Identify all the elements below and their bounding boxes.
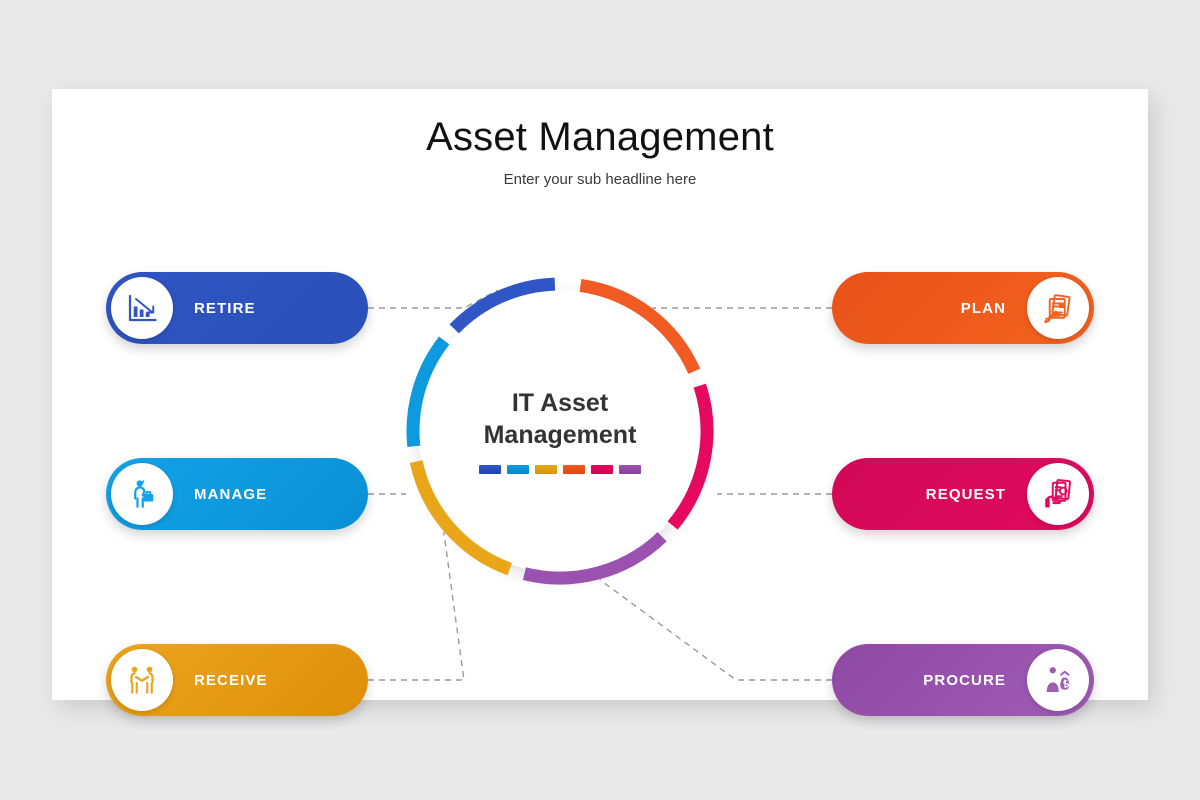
step-label-receive: RECEIVE	[194, 671, 268, 689]
legend-bar-2	[535, 464, 557, 474]
page-title: Asset Management	[426, 115, 774, 159]
ring-segment-plan[interactable]	[579, 278, 701, 374]
legend-bar-3	[563, 464, 585, 474]
hand-documents-icon	[1027, 463, 1089, 525]
businessman-briefcase-icon	[111, 463, 173, 525]
declining-bar-chart-icon	[111, 277, 173, 339]
step-label-retire: RETIRE	[194, 299, 256, 317]
step-pill-request[interactable]: REQUEST	[832, 458, 1094, 530]
ring-segment-receive[interactable]	[409, 460, 513, 576]
legend-bars	[479, 464, 641, 474]
center-title-line1: IT Asset	[511, 389, 609, 418]
lifecycle-ring: IT Asset Management	[400, 271, 720, 591]
step-label-procure: PROCURE	[923, 671, 1006, 689]
ring-segment-retire[interactable]	[449, 277, 556, 334]
legend-bar-1	[507, 464, 529, 474]
legend-bar-5	[619, 464, 641, 474]
documents-pencil-icon	[1027, 277, 1089, 339]
center-title-line2: Management	[483, 420, 637, 449]
step-pill-procure[interactable]: PROCURE	[832, 644, 1094, 716]
slide-surface: Asset Management Enter your sub headline…	[52, 89, 1148, 716]
step-pill-manage[interactable]: MANAGE	[106, 458, 368, 530]
handshake-people-icon	[111, 649, 173, 711]
ring-segments	[406, 277, 714, 585]
ring-center-content: IT Asset Management	[400, 271, 720, 591]
step-label-manage: MANAGE	[194, 485, 268, 503]
legend-bar-4	[591, 464, 613, 474]
ring-segment-manage[interactable]	[406, 336, 450, 448]
step-label-plan: PLAN	[960, 299, 1006, 317]
ring-inner-disc	[418, 289, 702, 573]
page-subtitle: Enter your sub headline here	[503, 171, 697, 188]
person-money-bag-icon	[1027, 649, 1089, 711]
step-pill-plan[interactable]: PLAN	[832, 272, 1094, 344]
ring-segment-request[interactable]	[667, 383, 714, 530]
connector-procure	[599, 579, 832, 681]
step-pill-receive[interactable]: RECEIVE	[106, 644, 368, 716]
ring-segment-procure[interactable]	[522, 532, 667, 585]
step-pill-retire[interactable]: RETIRE	[106, 272, 368, 344]
step-label-request: REQUEST	[925, 485, 1006, 503]
legend-bar-0	[479, 464, 501, 474]
